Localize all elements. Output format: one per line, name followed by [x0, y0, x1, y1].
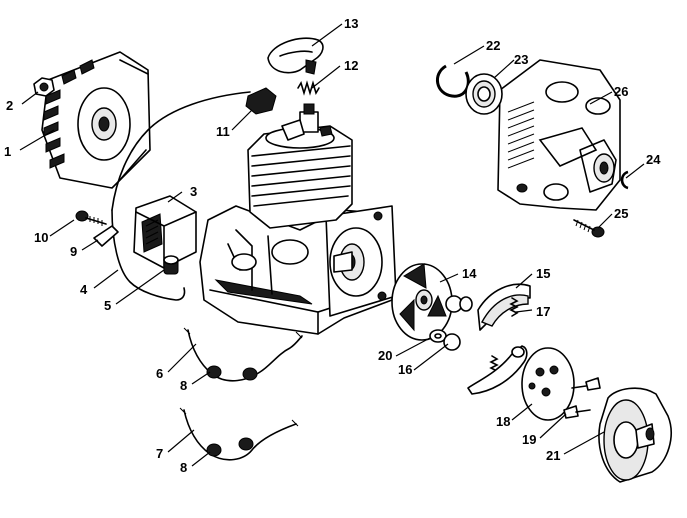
- callout-20: 20: [378, 348, 392, 363]
- spark-plug-cap: [267, 37, 324, 75]
- clutch-shoe-lower: [467, 345, 528, 395]
- callout-15: 15: [536, 266, 550, 281]
- callout-13: 13: [344, 16, 358, 31]
- callout-4: 4: [80, 282, 88, 297]
- callout-10: 10: [34, 230, 48, 245]
- callout-14: 14: [462, 266, 477, 281]
- flywheel: [41, 51, 151, 189]
- ignition-lead-wire: [111, 91, 251, 211]
- washer-9: [93, 225, 119, 247]
- snap-ring-22: [436, 64, 470, 98]
- leader-lines: [19, 23, 645, 467]
- callout-25: 25: [614, 206, 628, 221]
- ground-wire-6: [183, 327, 303, 382]
- clutch-drum: [598, 387, 672, 483]
- callout-9: 9: [70, 244, 77, 259]
- callout-8-upper: 8: [180, 378, 187, 393]
- callout-1: 1: [4, 144, 11, 159]
- callout-16: 16: [398, 362, 412, 377]
- callout-17: 17: [536, 304, 550, 319]
- circlip-24: [620, 170, 629, 190]
- spring-12: [297, 80, 320, 96]
- ground-wire-7: [179, 407, 299, 461]
- screw-10: [75, 210, 107, 226]
- callout-12: 12: [344, 58, 358, 73]
- callout-2: 2: [6, 98, 13, 113]
- callout-21: 21: [546, 448, 560, 463]
- short-circuit-wire: [111, 209, 186, 301]
- callout-5: 5: [104, 298, 111, 313]
- clutch-carrier: [391, 263, 453, 341]
- callout-24: 24: [646, 152, 661, 167]
- callout-11: 11: [216, 124, 230, 139]
- callout-18: 18: [496, 414, 510, 429]
- ignition-module: [133, 195, 197, 269]
- callout-3: 3: [190, 184, 197, 199]
- screw-19a: [571, 377, 601, 391]
- clutch-spring-upper: [509, 297, 519, 317]
- ignition-lead-boot: [245, 87, 277, 115]
- screw-25: [573, 219, 605, 238]
- clutch-cover-plate: [521, 347, 575, 421]
- callout-23: 23: [514, 52, 528, 67]
- grommet-8-upper: [206, 365, 258, 381]
- wire-connector: [163, 255, 179, 275]
- clutch-shoe-upper: [477, 283, 531, 331]
- sleeve-16: [443, 295, 473, 351]
- callout-6: 6: [156, 366, 163, 381]
- ball-bearing: [465, 73, 503, 115]
- callout-8-lower: 8: [180, 460, 187, 475]
- grommet-8-lower: [206, 437, 254, 457]
- callout-26: 26: [614, 84, 628, 99]
- clutch-housing: [497, 59, 621, 211]
- engine-cylinder-crankcase: [199, 103, 397, 335]
- callout-22: 22: [486, 38, 500, 53]
- callout-19: 19: [522, 432, 536, 447]
- callout-7: 7: [156, 446, 163, 461]
